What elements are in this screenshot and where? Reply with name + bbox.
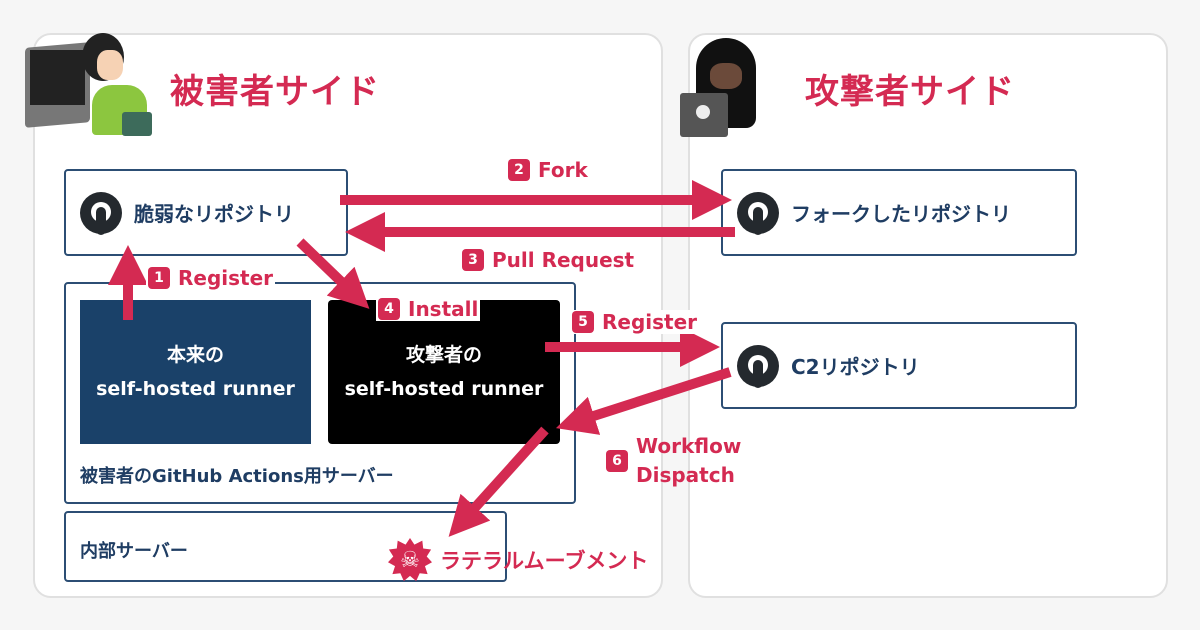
step-badge: 1 xyxy=(148,267,170,289)
internal-server-box xyxy=(64,511,507,582)
attacker-runner-line2: self-hosted runner xyxy=(344,378,544,400)
step-5-label: 5 Register xyxy=(572,310,698,334)
github-icon xyxy=(80,191,122,235)
step-badge: 2 xyxy=(508,159,530,181)
step-3-label: 3 Pull Request xyxy=(462,248,635,272)
step-text: Register xyxy=(602,310,698,334)
fork-repo-label: フォークしたリポジトリ xyxy=(791,202,1011,226)
lateral-movement-label: ☠ ラテラルムーブメント xyxy=(388,538,648,582)
legit-runner-line2: self-hosted runner xyxy=(96,378,295,400)
attacker-panel xyxy=(688,33,1168,598)
step-badge: 3 xyxy=(462,249,484,271)
victim-illustration xyxy=(22,30,152,140)
legit-runner-line1: 本来の xyxy=(166,344,224,366)
step-badge: 5 xyxy=(572,311,594,333)
lateral-arrow xyxy=(448,426,549,537)
step-1-label: 1 Register xyxy=(146,266,276,290)
attacker-runner-line1: 攻撃者の xyxy=(405,344,482,366)
fork-repo-box: フォークしたリポジトリ xyxy=(721,169,1077,256)
dispatch-arrow xyxy=(555,367,732,435)
step-2-label: 2 Fork xyxy=(508,158,588,182)
step-text: Fork xyxy=(538,158,588,182)
step-badge: 4 xyxy=(378,298,400,320)
step-text: Pull Request xyxy=(492,248,635,272)
step-text: Register xyxy=(178,266,274,290)
vulnerable-repo-label: 脆弱なリポジトリ xyxy=(134,202,294,226)
attacker-title: 攻撃者サイド xyxy=(805,72,1015,112)
legit-runner: 本来の self-hosted runner xyxy=(80,300,311,444)
internal-server-label: 内部サーバー xyxy=(80,541,188,562)
skull-burst-icon: ☠ xyxy=(388,538,432,582)
step-text: Install xyxy=(408,297,479,321)
victim-title: 被害者サイド xyxy=(170,72,380,112)
step-4-label: 4 Install xyxy=(376,297,481,321)
attacker-illustration xyxy=(678,35,778,140)
step-text-2: Dispatch xyxy=(636,463,735,487)
lateral-movement-text: ラテラルムーブメント xyxy=(440,549,649,573)
install-arrow xyxy=(296,238,370,309)
attacker-runner: 攻撃者の self-hosted runner xyxy=(328,300,560,444)
step-text: Workflow xyxy=(636,434,742,458)
c2-repo-label: C2リポジトリ xyxy=(791,355,920,379)
actions-server-label: 被害者のGitHub Actions用サーバー xyxy=(80,466,394,487)
github-icon xyxy=(737,191,779,235)
step-badge: 6 xyxy=(606,450,628,472)
c2-repo-box: C2リポジトリ xyxy=(721,322,1077,409)
github-icon xyxy=(737,344,779,388)
